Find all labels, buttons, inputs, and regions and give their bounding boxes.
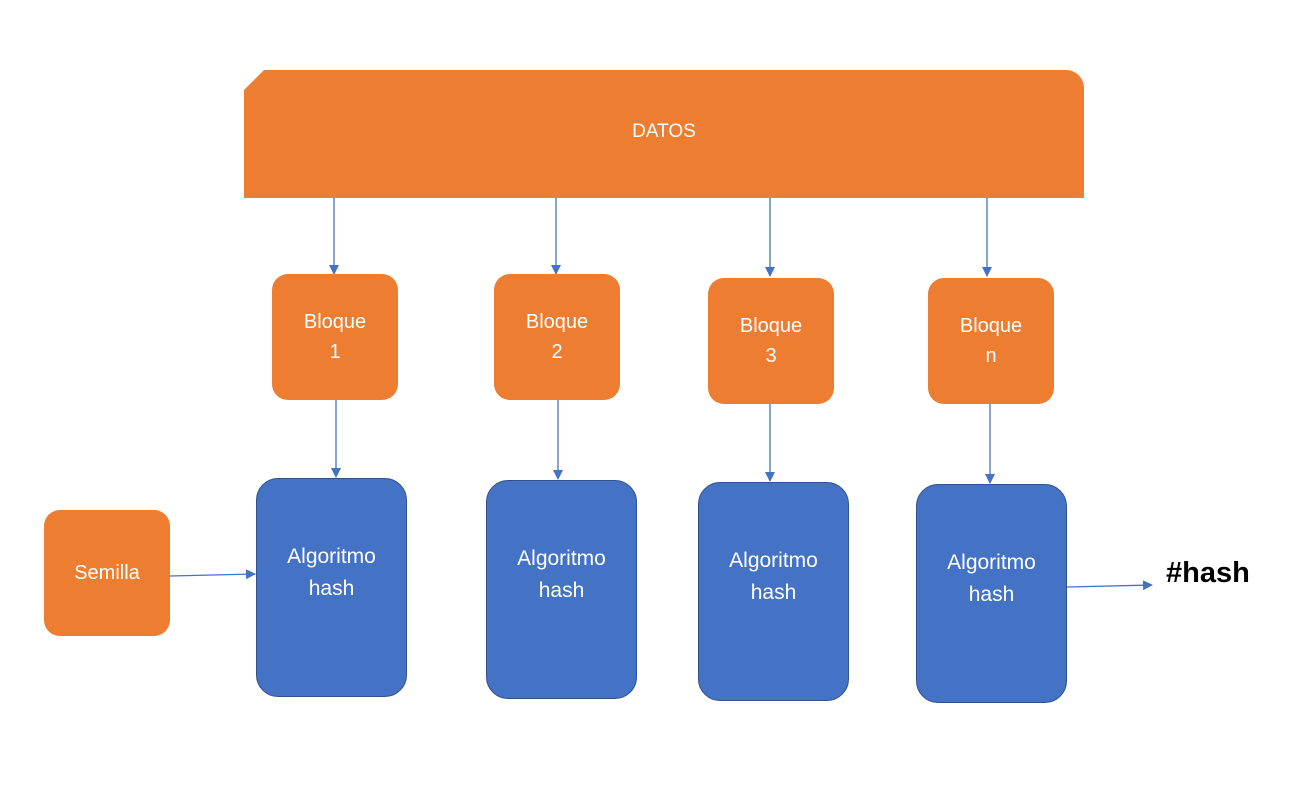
datos-box: DATOS xyxy=(244,70,1084,198)
semilla-box: Semilla xyxy=(44,510,170,636)
algoritmo-hash-2-label: Algoritmo hash xyxy=(517,547,606,602)
bloque-1-box: Bloque 1 xyxy=(272,274,398,400)
bloque-3-box: Bloque 3 xyxy=(708,278,834,404)
algoritmo-hash-3-label: Algoritmo hash xyxy=(729,549,818,604)
arrow-semilla-to-algoritmo-1 xyxy=(169,569,256,580)
algoritmo-hash-3-box: Algoritmo hash xyxy=(698,482,849,701)
algoritmo-hash-n-label: Algoritmo hash xyxy=(947,551,1036,606)
hash-output-label: #hash xyxy=(1166,557,1250,589)
algoritmo-hash-n-box: Algoritmo hash xyxy=(916,484,1067,703)
bloque-n-label: Bloque n xyxy=(959,315,1023,367)
bloque-2-label: Bloque 2 xyxy=(525,311,589,363)
bloque-1-label: Bloque 1 xyxy=(303,311,367,363)
algoritmo-hash-2-box: Algoritmo hash xyxy=(486,480,637,699)
semilla-label: Semilla xyxy=(74,562,140,584)
arrow-algoritmo-n-to-hash xyxy=(1066,580,1153,591)
bloque-2-box: Bloque 2 xyxy=(494,274,620,400)
datos-label: DATOS xyxy=(632,121,696,142)
bloque-n-box: Bloque n xyxy=(928,278,1054,404)
algoritmo-hash-1-box: Algoritmo hash xyxy=(256,478,407,697)
bloque-3-label: Bloque 3 xyxy=(739,315,803,367)
algoritmo-hash-1-label: Algoritmo hash xyxy=(287,545,376,600)
